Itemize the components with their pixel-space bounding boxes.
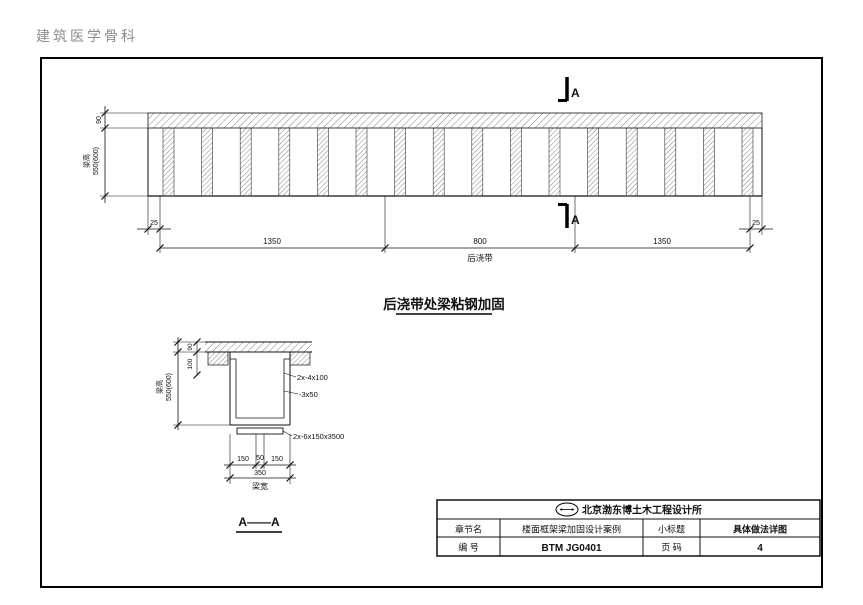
elevation-title: 后浇带处梁粘钢加固 xyxy=(383,296,505,315)
beam-height-value: 550(600) xyxy=(93,147,100,175)
chapter-value: 楼面框架梁加固设计案例 xyxy=(522,524,621,535)
slab-haunch-left xyxy=(207,351,229,366)
section-beam-height-label: 梁高 xyxy=(155,380,164,394)
side-plate-note: 2x-4x100 xyxy=(297,373,328,382)
dim-150-right: 150 xyxy=(271,456,283,463)
subtitle-value: 具体做法详图 xyxy=(732,524,787,535)
dim-end-offset-right: 25 xyxy=(752,220,760,227)
steel-strip xyxy=(548,127,561,197)
section-mark-bottom: A xyxy=(558,203,580,228)
steel-strip xyxy=(741,127,754,197)
slab-haunch-right xyxy=(289,351,311,366)
steel-strip xyxy=(471,127,484,197)
company-logo-icon xyxy=(555,502,579,517)
section-left-dimensions: 梁高 550(600) 90 100 xyxy=(155,337,230,430)
section-bottom-dimensions: 150 50 150 350 梁宽 xyxy=(224,434,296,491)
watermark-text: 建筑医学骨科 xyxy=(36,30,138,45)
section-slab xyxy=(205,342,312,352)
section-mark-top: A xyxy=(558,77,580,102)
steel-strip xyxy=(317,127,329,197)
beam-elevation xyxy=(147,112,763,197)
steel-strip xyxy=(703,127,715,197)
sheet-border xyxy=(40,57,823,588)
subtitle-label: 小标题 xyxy=(658,524,685,535)
page-value: 4 xyxy=(757,543,763,554)
section-beam-height-value: 550(600) xyxy=(166,373,173,401)
steel-strips xyxy=(162,127,754,197)
beam-width-label: 梁宽 xyxy=(252,481,268,491)
steel-strip xyxy=(355,127,368,197)
dim-span-left: 1350 xyxy=(263,237,281,246)
batten-note: -3x50 xyxy=(299,390,318,399)
elevation-title-text: 后浇带处梁粘钢加固 xyxy=(383,296,505,312)
section-title-text: A——A xyxy=(238,515,280,529)
company-name: 北京渤东博土木工程设计所 xyxy=(582,504,702,517)
section-detail: 2x-4x100 -3x50 2x-6x150x3500 xyxy=(205,341,344,441)
section-letter-bottom: A xyxy=(571,213,580,227)
dim-end-offset-left: 25 xyxy=(150,220,158,227)
number-value: BTM JG0401 xyxy=(541,543,601,554)
post-cast-strip-label: 后浇带 xyxy=(467,253,493,263)
steel-strip xyxy=(510,127,522,197)
bottom-plate-note: 2x-6x150x3500 xyxy=(293,432,344,441)
elevation-bottom-dimensions: 25 25 1350 800 1350 后浇带 xyxy=(137,196,773,263)
title-block: 北京渤东博土木工程设计所 章节名 楼面框架梁加固设计案例 小标题 具体做法详图 … xyxy=(436,499,821,557)
steel-strip xyxy=(239,127,252,197)
number-label: 编 号 xyxy=(458,542,479,553)
dim-350: 350 xyxy=(254,470,266,477)
beam-height-label: 梁高 xyxy=(82,154,91,168)
page-label: 页 码 xyxy=(661,543,682,553)
dim-150-left: 150 xyxy=(237,456,249,463)
section-dim-plate-offset: 100 xyxy=(187,358,194,369)
steel-strip xyxy=(587,127,599,197)
bottom-steel-plate xyxy=(236,427,284,435)
section-title: A——A xyxy=(236,515,282,533)
section-dim-slab: 90 xyxy=(187,343,194,351)
dim-slab-thickness: 90 xyxy=(96,116,103,124)
steel-strip xyxy=(278,127,291,197)
elevation-left-dimension: 90 梁高 550(600) xyxy=(82,106,148,203)
section-letter-top: A xyxy=(571,86,580,100)
chapter-label: 章节名 xyxy=(455,524,482,535)
steel-strip xyxy=(664,127,677,197)
steel-strip xyxy=(432,127,445,197)
slab-band xyxy=(147,112,763,129)
dim-50: 50 xyxy=(256,455,264,462)
drawing-canvas: 90 梁高 550(600) A A 25 xyxy=(40,57,823,588)
steel-strip xyxy=(625,127,638,197)
dim-span-mid: 800 xyxy=(473,237,487,246)
steel-strip xyxy=(394,127,406,197)
steel-strip xyxy=(162,127,175,197)
dim-span-right: 1350 xyxy=(653,237,671,246)
steel-strip xyxy=(201,127,213,197)
